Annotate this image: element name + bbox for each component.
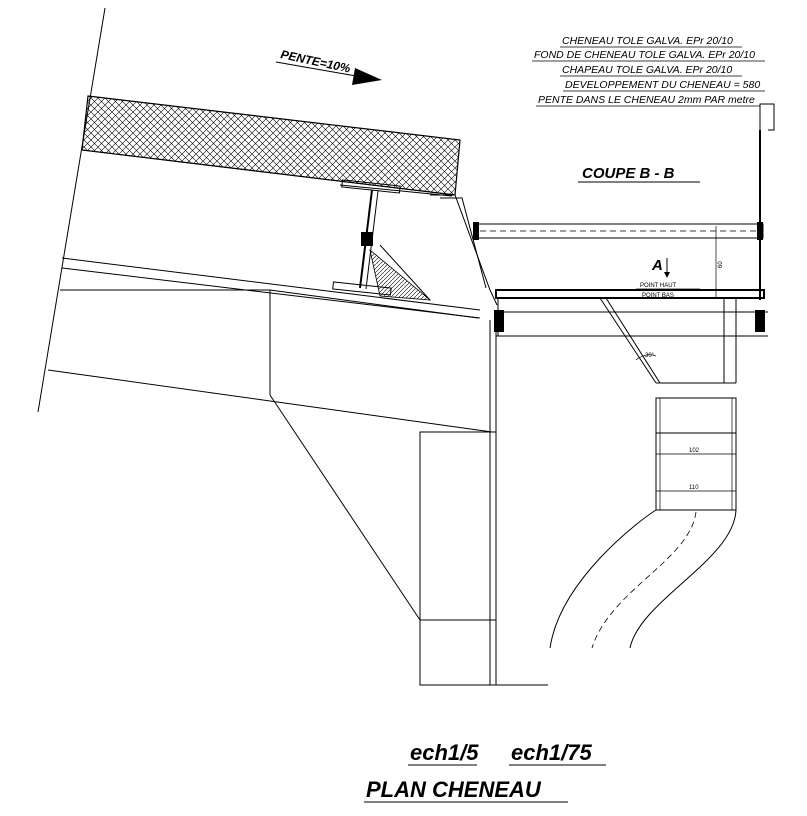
- roof-insulation-panel: [81, 95, 461, 196]
- roof-slope-line-2: [61, 267, 481, 319]
- gutter-flashing-inner: [440, 197, 487, 289]
- pente-arrowhead: [352, 68, 382, 85]
- note-4: DEVELOPPEMENT DU CHENEAU = 580: [565, 79, 760, 91]
- roof-slope-line-1: [61, 257, 481, 311]
- eave-line: [269, 289, 479, 319]
- scale-label-2: ech1/75: [511, 740, 592, 765]
- note-2: FOND DE CHENEAU TOLE GALVA. EPr 20/10: [534, 49, 755, 61]
- wall-block: [419, 431, 497, 686]
- downpipe-elbow-outer: [549, 509, 657, 649]
- point-haut-label: POINT HAUT: [640, 283, 677, 289]
- height-dim-label: 60: [718, 261, 724, 268]
- roof-underside-line: [81, 149, 456, 196]
- material-notes: CHENEAU TOLE GALVA. EPr 20/10 FOND DE CH…: [532, 35, 765, 107]
- pente-label: PENTE=10%: [279, 47, 352, 76]
- note-5: PENTE DANS LE CHENEAU 2mm PAR metre: [538, 94, 755, 106]
- gutter-right-bracket: [755, 310, 765, 332]
- drawing-title: PLAN CHENEAU: [366, 777, 542, 802]
- brace-line: [269, 394, 421, 621]
- gutter-left-bracket: [494, 310, 504, 332]
- wall-edge-line: [37, 7, 106, 413]
- purlin-beam: [332, 179, 432, 301]
- gutter-bottom: [495, 289, 765, 299]
- coupe-label: COUPE B - B: [582, 165, 675, 182]
- pipe-dim-110-label: 110: [689, 485, 699, 491]
- roof-deck-line: [339, 184, 453, 197]
- pente-arrow-line: [275, 61, 357, 77]
- roof-slope-line-4: [47, 369, 493, 433]
- angle-label: 30°: [645, 353, 655, 359]
- note-3: CHAPEAU TOLE GALVA. EPr 20/10: [562, 64, 732, 76]
- pipe-dim-102-label: 102: [689, 448, 700, 454]
- downpipe-elbow-center: [591, 511, 697, 649]
- outlet-funnel-left-2: [605, 297, 661, 384]
- gutter-right-lip: [759, 103, 775, 131]
- point-bas-label: POINT BAS: [642, 293, 674, 299]
- outlet-funnel-left: [599, 297, 657, 384]
- section-marker-arrowhead: [664, 272, 670, 278]
- gutter-top-end-left: [473, 222, 479, 240]
- section-marker-label: A: [651, 257, 663, 274]
- gutter-flashing: [430, 194, 498, 306]
- note-1: CHENEAU TOLE GALVA. EPr 20/10: [562, 35, 733, 47]
- angle-arc: [635, 354, 657, 361]
- downpipe-elbow-inner: [629, 509, 737, 649]
- scale-label-1: ech1/5: [410, 740, 479, 765]
